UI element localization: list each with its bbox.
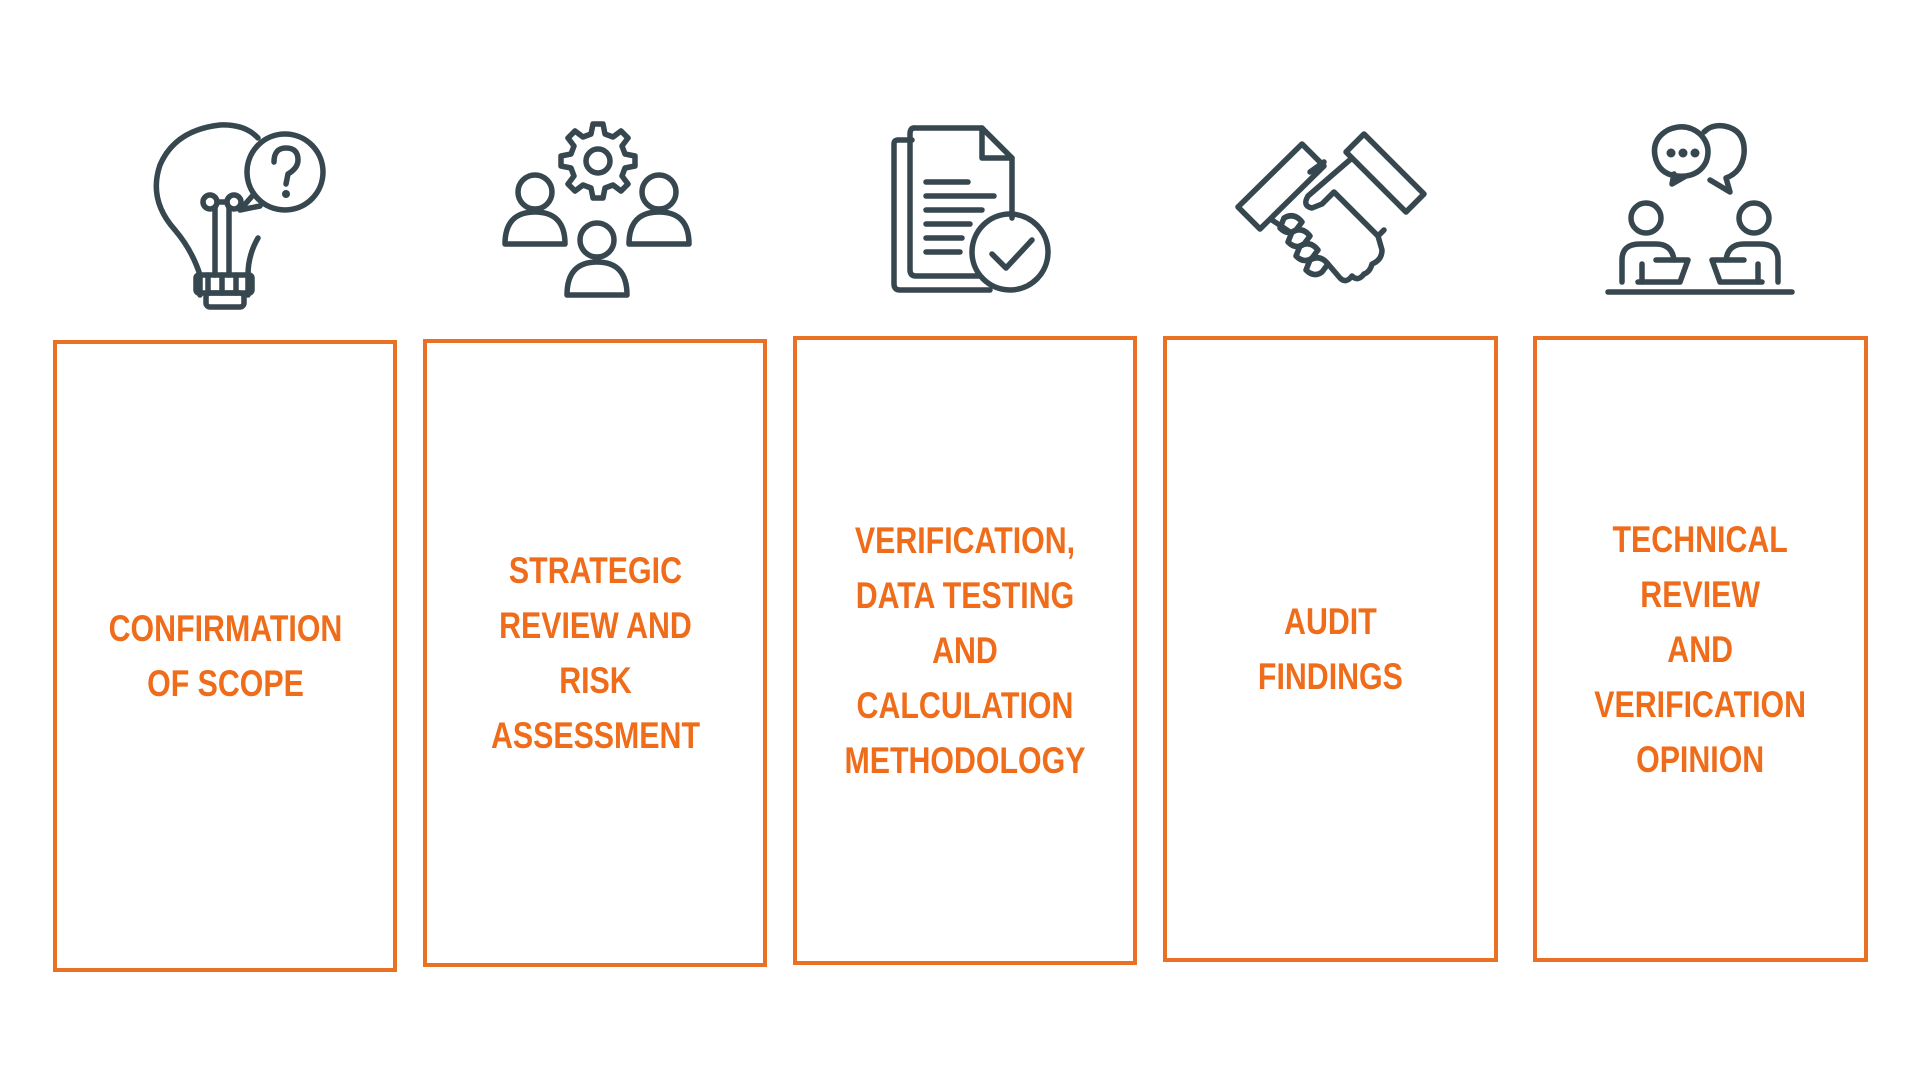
step-box: VERIFICATION, DATA TESTING AND CALCULATI… xyxy=(793,336,1137,965)
handshake-icon xyxy=(1232,112,1432,312)
step-box: CONFIRMATION OF SCOPE xyxy=(53,340,397,972)
step-box: AUDIT FINDINGS xyxy=(1163,336,1498,962)
meeting-discussion-icon xyxy=(1600,110,1800,310)
document-check-icon xyxy=(870,110,1070,310)
step-label: VERIFICATION, DATA TESTING AND CALCULATI… xyxy=(844,520,1086,781)
step-box: TECHNICAL REVIEW AND VERIFICATION OPINIO… xyxy=(1533,336,1868,962)
step-label: TECHNICAL REVIEW AND VERIFICATION OPINIO… xyxy=(1594,518,1807,780)
step-label: AUDIT FINDINGS xyxy=(1258,601,1403,697)
team-gear-icon xyxy=(495,110,695,310)
lightbulb-question-icon xyxy=(130,110,330,310)
step-label: STRATEGIC REVIEW AND RISK ASSESSMENT xyxy=(490,550,700,756)
step-box: STRATEGIC REVIEW AND RISK ASSESSMENT xyxy=(423,339,767,967)
step-label: CONFIRMATION OF SCOPE xyxy=(108,608,342,704)
